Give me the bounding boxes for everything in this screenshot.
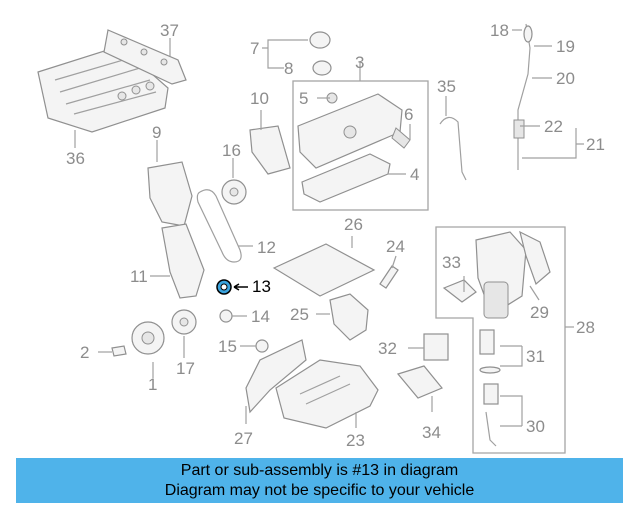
part-number-22[interactable]: 22 [544,117,563,136]
part-number-17[interactable]: 17 [176,359,195,378]
caption-line-2: Diagram may not be specific to your vehi… [164,482,475,499]
caption-line-1: Part or sub-assembly is #13 in diagram [180,462,459,479]
part-number-8[interactable]: 8 [284,59,294,78]
bracket-part-34 [396,365,443,399]
oil-pan-part [275,359,379,429]
sensor-part-33 [442,279,477,303]
lower-timing-cover-part [161,223,205,299]
oil-pan-gasket-part [272,243,376,297]
tube-part-30 [485,411,497,447]
leader-lines [74,29,584,428]
cooler-part-30 [483,383,499,405]
breather-hose-part [439,116,467,181]
part-number-31[interactable]: 31 [526,347,545,366]
part-number-7[interactable]: 7 [250,39,260,58]
filter-element-part [479,329,495,355]
engine-parts-diagram [37,23,584,454]
oil-filter-housing-part [475,230,551,319]
oil-pump-part [329,293,369,341]
part-number-19[interactable]: 19 [556,37,575,56]
oil-filter-group-box [435,226,566,454]
plug-part-15 [255,339,269,353]
crank-sprocket-part [171,309,197,335]
part-number-9[interactable]: 9 [152,123,162,142]
part-number-11[interactable]: 11 [130,267,148,286]
part-number-29[interactable]: 29 [530,303,549,322]
backing-plate-part [249,125,291,175]
part-number-13[interactable]: 13 [252,277,271,296]
cap-seal-part [312,60,332,76]
part-number-14[interactable]: 14 [251,307,270,326]
part-number-4[interactable]: 4 [410,165,420,184]
part-number-3[interactable]: 3 [355,53,365,72]
intake-manifold-part [37,45,169,133]
part-number-20[interactable]: 20 [556,69,575,88]
oil-cap-part [309,31,331,49]
timing-belt-part [196,189,242,263]
bolt-part [111,345,127,357]
part-number-1[interactable]: 1 [148,375,158,394]
crank-pulley-part [131,321,165,355]
part-number-23[interactable]: 23 [346,431,365,450]
part-number-18[interactable]: 18 [490,21,509,40]
part-number-27[interactable]: 27 [234,429,253,448]
part-number-16[interactable]: 16 [222,141,241,160]
part-number-26[interactable]: 26 [344,215,363,234]
part-number-30[interactable]: 30 [526,417,545,436]
caption-banner: Part or sub-assembly is #13 in diagram D… [16,458,623,503]
part-number-5[interactable]: 5 [299,89,309,108]
sensor-part-32 [423,333,449,361]
part-number-12[interactable]: 12 [257,238,276,257]
timing-cover-part [147,161,193,227]
part-number-36[interactable]: 36 [66,149,85,168]
part-number-15[interactable]: 15 [218,337,237,356]
part-number-24[interactable]: 24 [386,237,405,256]
part-number-34[interactable]: 34 [422,423,441,442]
sprocket-part [221,179,247,205]
part-number-33[interactable]: 33 [442,253,461,272]
part-number-28[interactable]: 28 [576,318,595,337]
tube-part-24 [379,265,399,289]
part-number-2[interactable]: 2 [80,343,90,362]
o-ring-part [479,366,501,374]
dipstick-part [513,23,533,170]
intake-gasket-part [103,29,187,85]
valve-cover-part [297,92,411,169]
baffle-part [245,339,307,414]
part-number-6[interactable]: 6 [404,105,414,124]
seal-part-13 [216,279,232,295]
leader-arrow-13 [233,283,248,291]
part-number-32[interactable]: 32 [378,339,397,358]
part-number-37[interactable]: 37 [160,21,179,40]
ring-part-14 [219,309,233,323]
part-number-25[interactable]: 25 [290,305,309,324]
part-number-21[interactable]: 21 [586,135,605,154]
part-number-35[interactable]: 35 [437,77,456,96]
part-number-10[interactable]: 10 [250,89,269,108]
